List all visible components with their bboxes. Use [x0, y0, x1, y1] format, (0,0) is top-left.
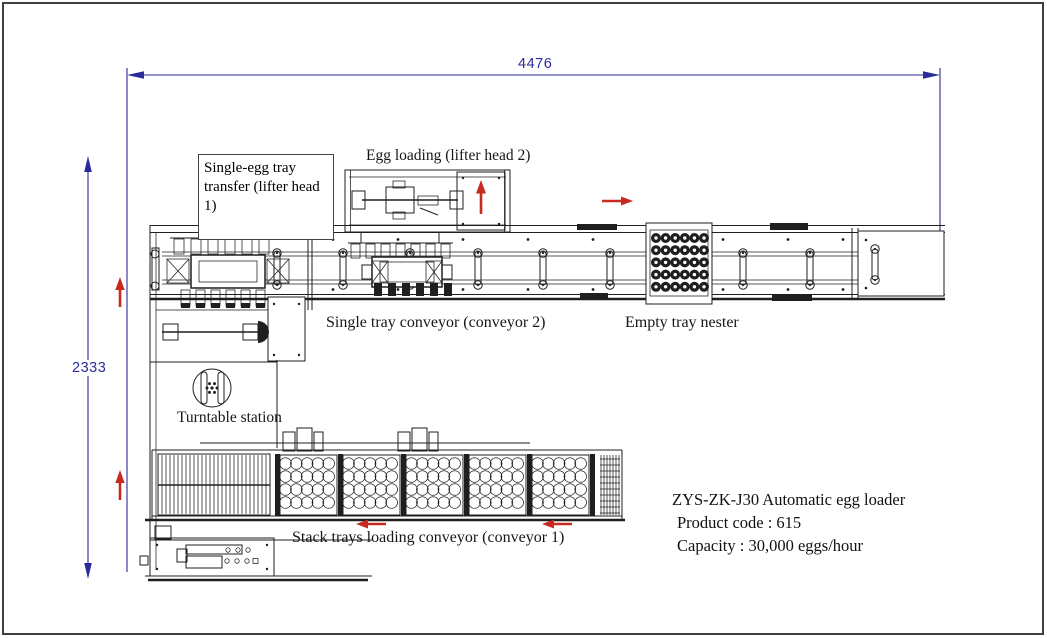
lifter-head1-label-box: Single-egg tray transfer (lifter head 1) [198, 154, 334, 240]
product-code: Product code : 615 [677, 513, 802, 532]
empty-tray-grid [651, 233, 709, 292]
width-dimension-value: 4476 [518, 56, 553, 72]
flow-direction-right-arrow-icon [602, 196, 633, 206]
lifter-head1-label-line2: transfer (lifter head 1) [204, 179, 320, 214]
flow-direction-up-arrow-icon [115, 470, 125, 500]
lifter-head2-label: Egg loading (lifter head 2) [366, 147, 531, 164]
control-panel-drawing [149, 537, 275, 577]
turntable-label: Turntable station [177, 409, 282, 426]
flow-direction-up-arrow-icon [115, 277, 125, 307]
conveyor1-direction-left-arrow-icon [356, 519, 386, 529]
conveyor2-end-unit [857, 230, 945, 297]
lifter-head1-drawing [150, 225, 313, 362]
conveyor1-drawing [145, 427, 625, 529]
lift-direction-up-arrow-icon [476, 180, 486, 214]
product-capacity: Capacity : 30,000 eggs/hour [677, 536, 864, 555]
lifter-head2-drawing [344, 169, 511, 243]
conveyor1-direction-left-arrow-icon [542, 519, 572, 529]
height-dimension-value: 2333 [70, 360, 109, 376]
product-info-block: ZYS-ZK-J30 Automatic egg loader Product … [672, 488, 905, 557]
egg-loading-station [348, 242, 453, 296]
turntable-drawing [150, 360, 278, 448]
conveyor1-label: Stack trays loading conveyor (conveyor 1… [292, 529, 565, 546]
lifter-head1-label-line1: Single-egg tray [204, 160, 297, 176]
conveyor2-chain-links [272, 248, 815, 290]
product-title: ZYS-ZK-J30 Automatic egg loader [672, 490, 906, 509]
machine-left-frame [139, 225, 372, 582]
empty-tray-nester-label: Empty tray nester [625, 314, 739, 331]
conveyor2-label: Single tray conveyor (conveyor 2) [326, 314, 546, 331]
conveyor2-frame-bolts [331, 238, 845, 291]
